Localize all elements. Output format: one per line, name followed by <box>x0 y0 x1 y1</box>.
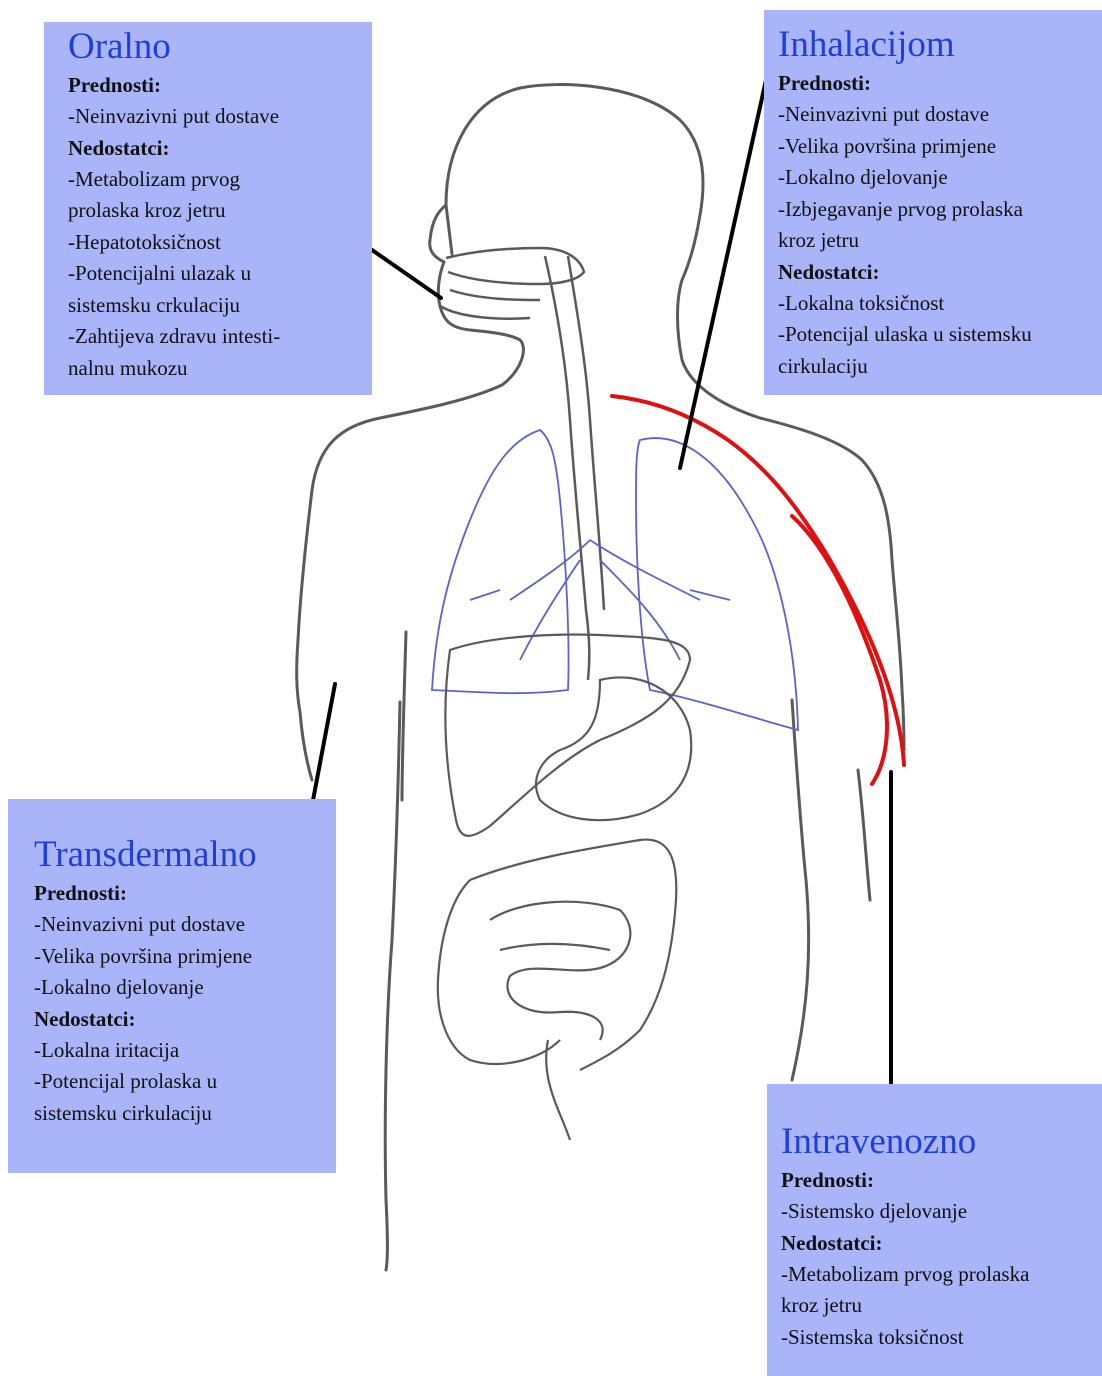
transdermalno-title: Transdermalno <box>34 834 336 876</box>
transdermalno-box: Transdermalno Prednosti: -Neinvazivni pu… <box>8 799 336 1173</box>
oralno-con-item: -Metabolizam prvog <box>68 164 372 196</box>
left-lung <box>432 430 569 693</box>
oralno-con-item: -Zahtijeva zdravu intesti- <box>68 321 372 353</box>
inhalacijom-title: Inhalacijom <box>778 24 1102 66</box>
inhalacijom-box: Inhalacijom Prednosti: -Neinvazivni put … <box>764 10 1102 395</box>
vein-lines <box>612 396 904 784</box>
intravenozno-con-item: kroz jetru <box>781 1290 1102 1322</box>
lungs <box>432 430 798 730</box>
intravenozno-con-item: -Metabolizam prvog prolaska <box>781 1259 1102 1291</box>
intravenozno-con-item: -Sistemska toksičnost <box>781 1322 1102 1354</box>
transdermalno-pro-item: -Velika površina primjene <box>34 941 336 973</box>
rectum <box>546 1040 570 1140</box>
inhalacijom-con-item: -Lokalna toksičnost <box>778 288 1102 320</box>
large-intestine <box>438 840 676 1070</box>
transdermalno-con-item: -Potencijal prolaska u <box>34 1066 336 1098</box>
transdermalno-con-item: -Lokalna iritacija <box>34 1035 336 1067</box>
airway <box>440 248 604 680</box>
pharynx-outline <box>446 248 584 284</box>
inhalacijom-pro-item: -Lokalno djelovanje <box>778 162 1102 194</box>
leader-inhalacijom <box>680 62 770 468</box>
right-torso <box>792 700 809 1080</box>
right-arm-inner <box>858 770 870 900</box>
transdermalno-cons-heading: Nedostatci: <box>34 1004 336 1035</box>
inhalacijom-con-item: -Potencijal ulaska u sistemsku <box>778 319 1102 351</box>
oralno-con-item: -Potencijalni ulazak u <box>68 258 372 290</box>
oralno-box: Oralno Prednosti: -Neinvazivni put dosta… <box>44 22 372 395</box>
abdomen-organs <box>438 635 691 1140</box>
intravenozno-title: Intravenozno <box>781 1121 1102 1163</box>
intravenozno-box: Intravenozno Prednosti: -Sistemsko djelo… <box>767 1084 1102 1376</box>
oralno-title: Oralno <box>68 26 372 68</box>
inhalacijom-cons-heading: Nedostatci: <box>778 257 1102 288</box>
larynx <box>440 306 530 319</box>
intravenozno-pros-heading: Prednosti: <box>781 1165 1102 1196</box>
inhalacijom-pro-item: -Izbjegavanje prvog prolaska <box>778 194 1102 226</box>
inhalacijom-pro-item: -Neinvazivni put dostave <box>778 99 1102 131</box>
transdermalno-pros-heading: Prednosti: <box>34 878 336 909</box>
inhalacijom-pro-item: -Velika površina primjene <box>778 131 1102 163</box>
transdermalno-con-item: sistemsku cirkulaciju <box>34 1098 336 1130</box>
transdermalno-pro-item: -Lokalno djelovanje <box>34 972 336 1004</box>
trachea-left <box>450 290 540 300</box>
inhalacijom-pros-heading: Prednosti: <box>778 68 1102 99</box>
intravenozno-pro-item: -Sistemsko djelovanje <box>781 1196 1102 1228</box>
oralno-cons-heading: Nedostatci: <box>68 133 372 164</box>
oralno-con-item: sistemsku crkulaciju <box>68 290 372 322</box>
transdermalno-pro-item: -Neinvazivni put dostave <box>34 909 336 941</box>
oralno-pro-item: -Neinvazivni put dostave <box>68 101 372 133</box>
oralno-con-item: -Hepatotoksičnost <box>68 227 372 259</box>
intravenozno-cons-heading: Nedostatci: <box>781 1228 1102 1259</box>
small-intestine <box>490 902 630 1040</box>
inhalacijom-pro-item: kroz jetru <box>778 225 1102 257</box>
esophagus-right <box>568 256 604 610</box>
left-torso <box>385 702 400 1270</box>
oralno-con-item: nalnu mukozu <box>68 353 372 385</box>
oralno-con-item: prolaska kroz jetru <box>68 195 372 227</box>
oralno-pros-heading: Prednosti: <box>68 70 372 101</box>
inhalacijom-con-item: cirkulaciju <box>778 351 1102 383</box>
left-arm-inner <box>402 632 406 800</box>
